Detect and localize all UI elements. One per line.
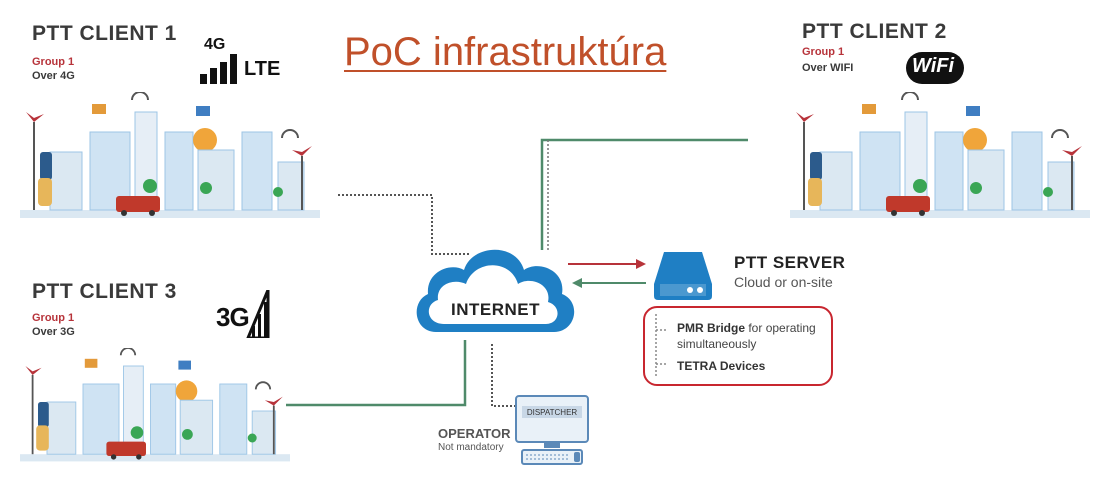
client-3-group: Group 1 <box>32 312 75 324</box>
wifi-badge-text: WiFi <box>912 55 955 77</box>
operator-link <box>491 344 516 407</box>
lte-signal-icon: 4G LTE <box>198 36 288 86</box>
pmr-bridge-line-2: simultaneously <box>677 337 757 351</box>
pmr-bridge-line: PMR Bridge for operating <box>677 320 816 337</box>
internet-label: INTERNET <box>451 300 540 319</box>
dispatcher-screen-text: DISPATCHER <box>527 408 578 417</box>
client-2-title: PTT CLIENT 2 <box>802 20 947 43</box>
client-3-link <box>286 340 467 407</box>
arrow-to-server <box>636 259 646 269</box>
operator-subtitle: Not mandatory <box>438 442 504 453</box>
lte-badge-lte: LTE <box>244 58 281 80</box>
city-illustration-client-1 <box>20 92 320 218</box>
client-2-network: Over WIFI <box>802 62 854 74</box>
client-3-title: PTT CLIENT 3 <box>32 280 177 303</box>
client-1-title: PTT CLIENT 1 <box>32 22 177 45</box>
signal-bars-icon <box>200 54 237 84</box>
pmr-bridge-box: PMR Bridge for operating simultaneously … <box>643 306 833 386</box>
3g-bars-icon <box>246 290 270 338</box>
cloud-icon <box>416 249 575 332</box>
client-1-network: Over 4G <box>32 70 75 82</box>
client-1-link <box>338 194 470 255</box>
pmr-bridge-rest: for operating <box>745 321 816 335</box>
server-icon <box>654 252 712 300</box>
wifi-icon: WiFi <box>906 52 964 84</box>
lte-badge-4g: 4G <box>204 36 226 53</box>
tetra-devices: TETRA Devices <box>677 359 766 373</box>
dispatcher-computer-icon: DISPATCHER <box>515 395 589 465</box>
3g-signal-icon: 3G <box>216 290 276 340</box>
client-2-link <box>540 138 748 250</box>
server-title: PTT SERVER <box>734 253 846 272</box>
3g-badge-text: 3G <box>216 302 250 332</box>
operator-title: OPERATOR <box>438 426 511 441</box>
page-title: PoC infrastruktúra <box>344 30 667 74</box>
pmr-bridge-bold: PMR Bridge <box>677 321 746 335</box>
client-1-group: Group 1 <box>32 56 75 68</box>
client-3-network: Over 3G <box>32 326 75 338</box>
server-subtitle: Cloud or on-site <box>734 274 833 290</box>
client-2-group: Group 1 <box>802 46 845 58</box>
arrow-from-server <box>572 278 582 288</box>
